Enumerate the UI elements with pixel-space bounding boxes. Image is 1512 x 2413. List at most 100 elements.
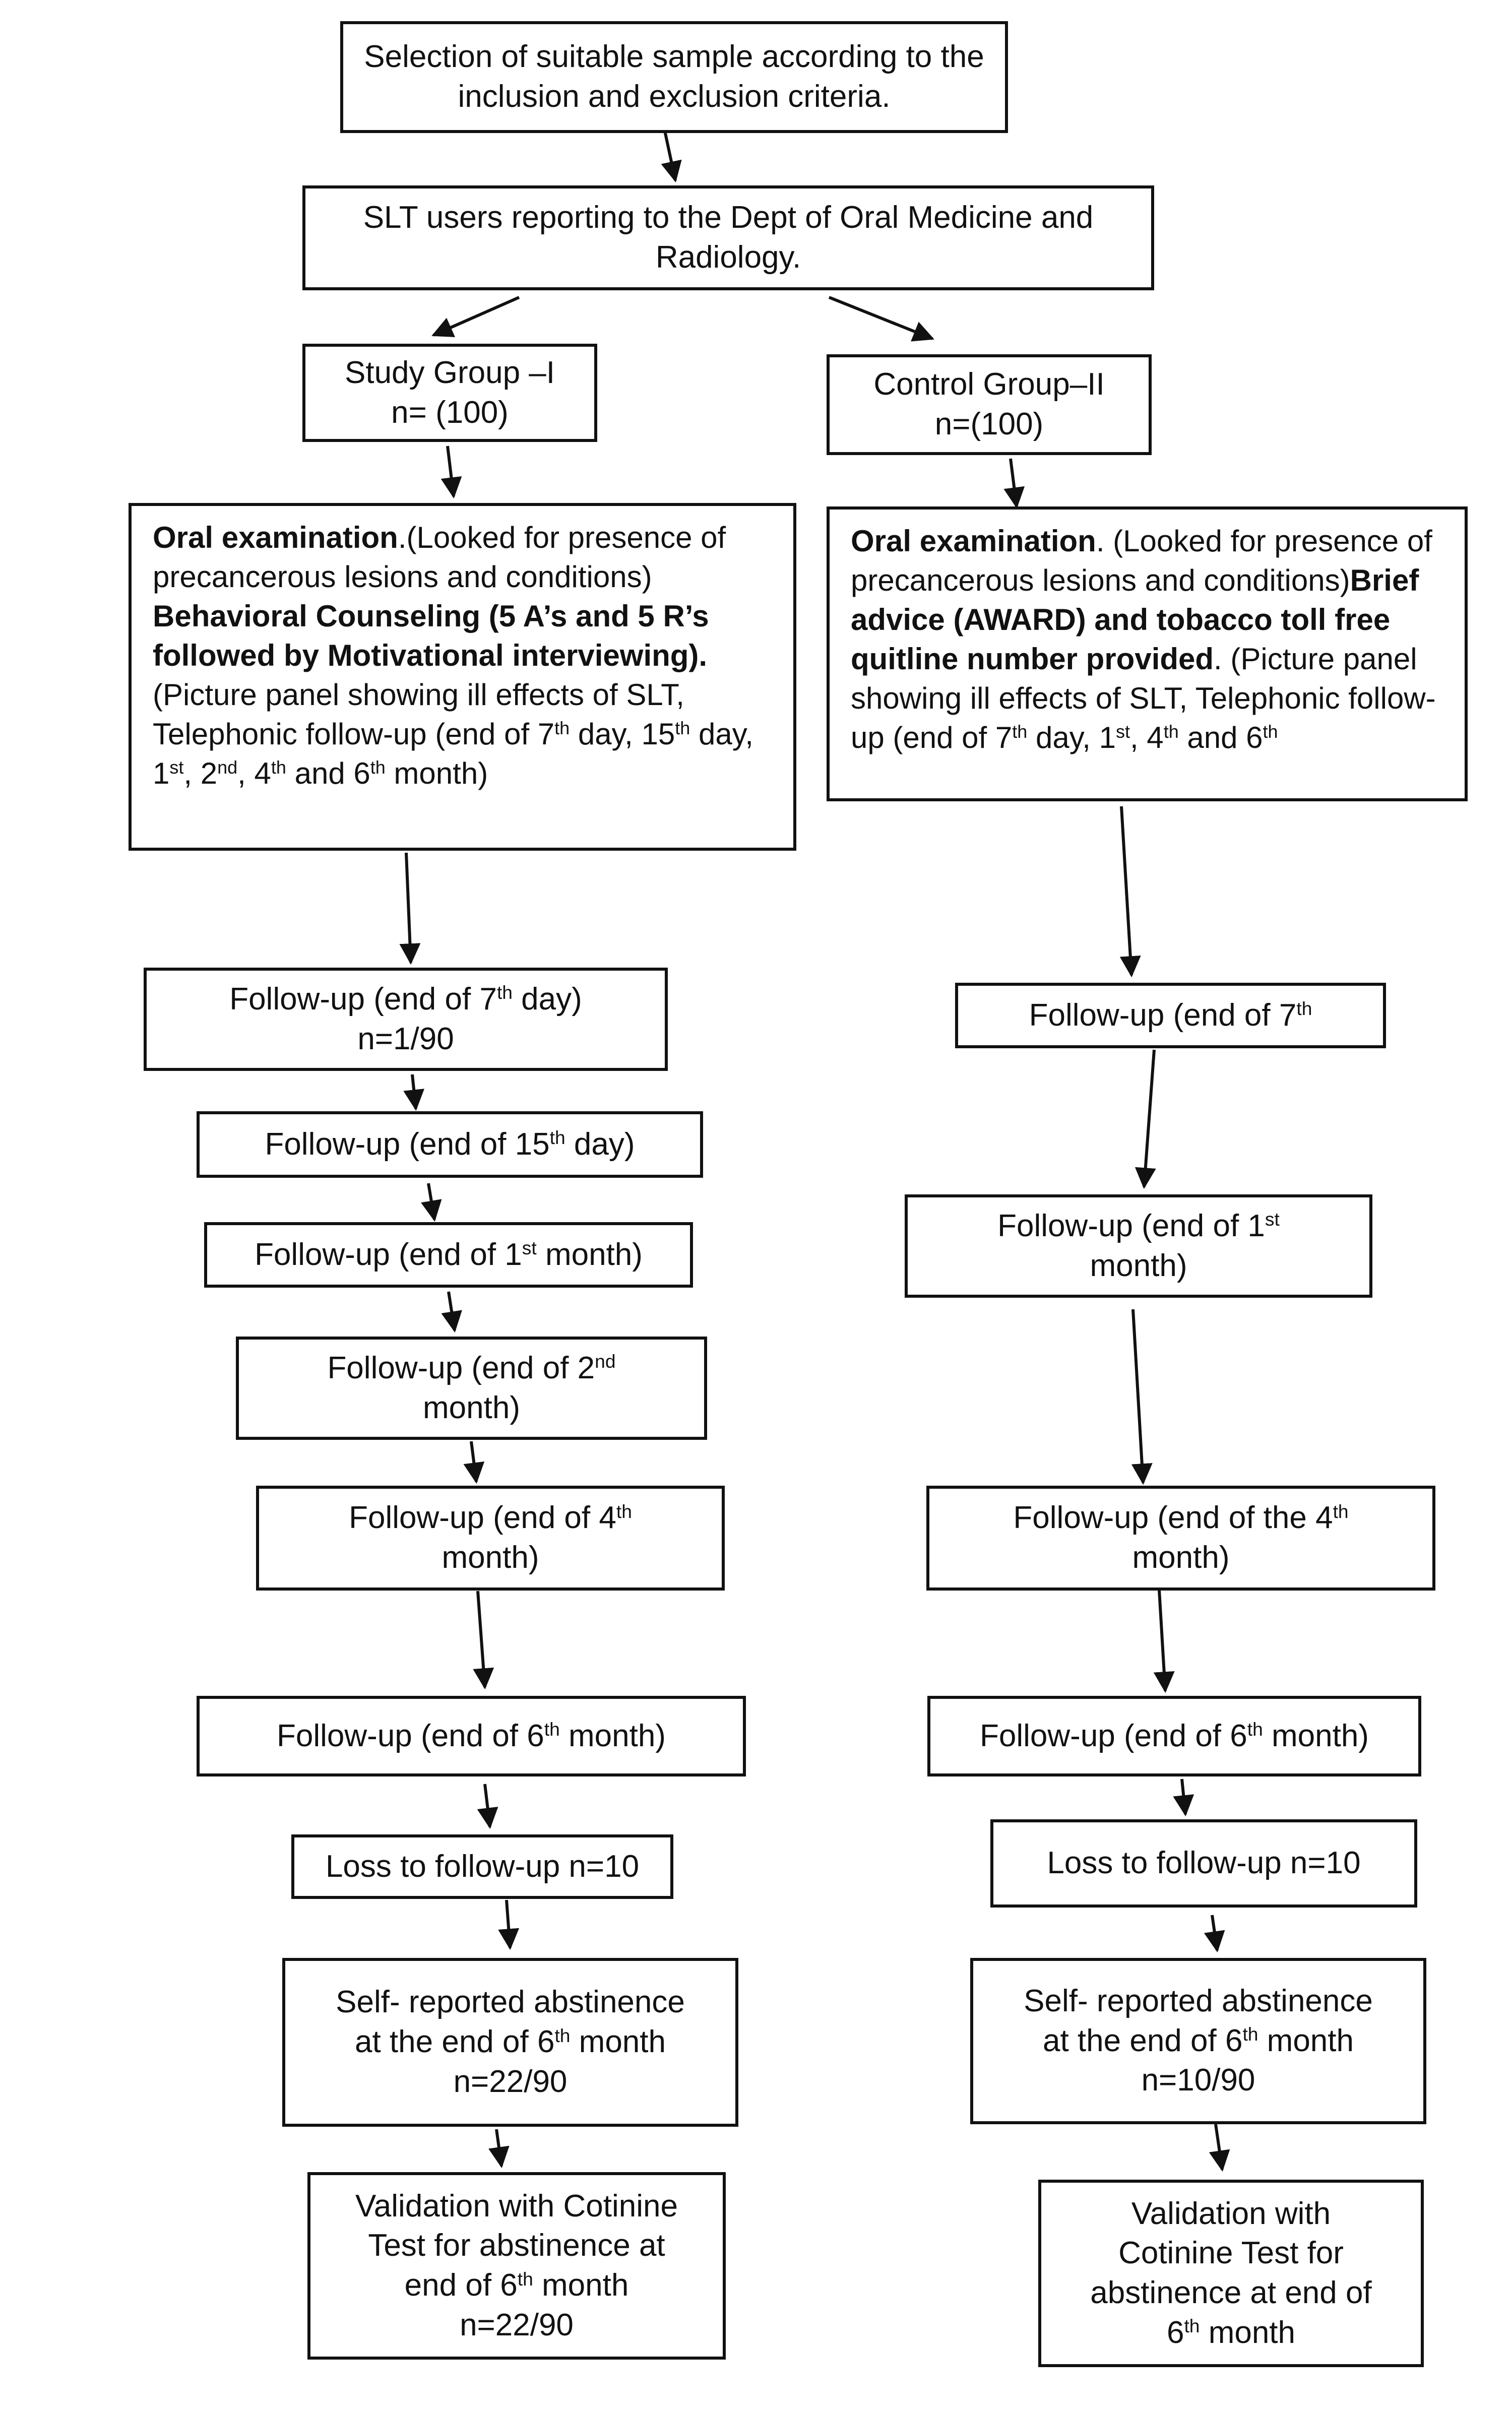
study-exam-label: Oral examination	[153, 521, 398, 554]
arrow-study-fu1-to-fu2	[441, 1291, 462, 1333]
study-loss-text: Loss to follow-up n=10	[325, 1849, 640, 1884]
sup-th: th	[271, 757, 286, 778]
study-group-title: Study Group –I	[344, 355, 555, 390]
arrow-study-fu7-to-fu15	[403, 1074, 425, 1111]
study-fu6-line: Follow-up (end of 6th month)	[277, 1717, 666, 1756]
control-abst-text: at the end of 6	[1043, 2023, 1243, 2058]
sup-th: th	[554, 2024, 571, 2046]
control-panel-text3: , 4	[1129, 721, 1164, 754]
study-val-line3: end of 6th month	[405, 2266, 629, 2306]
control-exam-text: . (Looked for presence of precancerous l…	[851, 524, 1432, 597]
study-fu2-line: Follow-up (end of 2nd	[327, 1349, 615, 1388]
study-fu2-box: Follow-up (end of 2nd month)	[236, 1337, 707, 1440]
study-fu15-line: Follow-up (end of 15th day)	[265, 1125, 635, 1165]
study-panel-text4: , 2	[183, 756, 218, 790]
sup-nd: nd	[595, 1351, 616, 1372]
control-fu1-text: Follow-up (end of 1	[997, 1208, 1265, 1243]
study-fu7-text: Follow-up (end of 7	[229, 981, 497, 1017]
study-val-text-b: month	[533, 2268, 629, 2303]
control-fu4-line: Follow-up (end of the 4th	[1013, 1498, 1348, 1538]
control-fu6-line: Follow-up (end of 6th month)	[980, 1717, 1369, 1756]
control-panel-text4: and 6	[1178, 721, 1263, 754]
study-abst-n: n=22/90	[453, 2064, 568, 2099]
study-fu7-n: n=1/90	[357, 1021, 454, 1056]
study-val-text: end of 6	[404, 2268, 518, 2303]
control-val-line2: Cotinine Test for	[1118, 2236, 1344, 2271]
selection-box: Selection of suitable sample according t…	[340, 21, 1008, 133]
control-validation-box: Validation with Cotinine Test for abstin…	[1038, 2180, 1424, 2367]
study-counseling-label: Behavioral Counseling (5 A’s and 5 R’s f…	[153, 599, 709, 672]
arrow-population-to-control	[828, 296, 934, 342]
control-val-line4: 6th month	[1167, 2313, 1295, 2353]
control-intervention-text: Oral examination. (Looked for presence o…	[851, 522, 1443, 757]
sup-th: th	[1296, 998, 1312, 1020]
study-abst-line1: Self- reported abstinence	[336, 1985, 685, 2020]
control-group-title: Control Group–II	[873, 367, 1105, 402]
sup-th: th	[517, 2268, 533, 2290]
study-group-n: n= (100)	[391, 395, 509, 430]
control-abstinence-box: Self- reported abstinence at the end of …	[970, 1958, 1426, 2124]
arrow-control-fu7-to-fu1	[1135, 1049, 1156, 1189]
arrow-study-fu15-to-fu1	[421, 1183, 442, 1222]
arrow-population-to-study	[431, 296, 520, 337]
study-panel-text7: month)	[385, 756, 488, 790]
study-fu6-text: Follow-up (end of 6	[277, 1718, 544, 1753]
study-val-line1: Validation with Cotinine	[355, 2188, 678, 2224]
study-val-line2: Test for abstinence at	[368, 2228, 665, 2263]
control-group-box: Control Group–II n=(100)	[827, 354, 1152, 455]
control-exam-label: Oral examination	[851, 524, 1096, 558]
sup-st: st	[169, 757, 184, 778]
study-fu4-line: Follow-up (end of 4th	[349, 1498, 632, 1538]
sup-st: st	[1265, 1209, 1280, 1230]
study-fu7-line: Follow-up (end of 7th day)	[229, 980, 582, 1020]
sup-th: th	[544, 1719, 560, 1740]
study-panel-text5: , 4	[237, 756, 271, 790]
study-fu6-text-b: month)	[559, 1718, 666, 1753]
control-fu1-box: Follow-up (end of 1st month)	[905, 1194, 1372, 1298]
sup-th: th	[1163, 721, 1179, 742]
control-advice-label: Brief advice (AWARD) and tobacco toll fr…	[851, 563, 1419, 676]
arrow-control-abst-to-val	[1209, 2124, 1230, 2172]
study-abst-text-b: month	[570, 2024, 666, 2060]
study-fu1-box: Follow-up (end of 1st month)	[204, 1222, 693, 1288]
control-intervention-box: Oral examination. (Looked for presence o…	[827, 506, 1468, 801]
arrow-control-fu6-to-loss	[1173, 1779, 1194, 1817]
study-abst-line2: at the end of 6th month	[355, 2022, 666, 2062]
control-fu7-line: Follow-up (end of 7th	[1029, 996, 1312, 1036]
study-fu2-text-b: month)	[423, 1390, 520, 1425]
arrow-study-exam-to-fu7	[399, 852, 421, 965]
sup-th: th	[1184, 2315, 1200, 2337]
sup-th: th	[616, 1500, 632, 1522]
sup-th: th	[496, 982, 513, 1003]
sup-th: th	[675, 718, 690, 739]
sup-th: th	[1263, 721, 1278, 742]
control-val-text-b: month	[1200, 2315, 1296, 2350]
study-validation-box: Validation with Cotinine Test for abstin…	[307, 2172, 726, 2360]
study-fu1-line: Follow-up (end of 1st month)	[255, 1235, 643, 1275]
study-panel-text3: day, 1	[153, 717, 753, 790]
study-panel-text6: and 6	[286, 756, 370, 790]
control-fu4-text: Follow-up (end of the 4	[1013, 1500, 1333, 1536]
sup-nd: nd	[217, 757, 238, 778]
arrow-study-abst-to-val	[488, 2129, 510, 2169]
population-text: SLT users reporting to the Dept of Oral …	[363, 200, 1094, 275]
study-fu15-box: Follow-up (end of 15th day)	[197, 1111, 703, 1178]
sup-th: th	[549, 1127, 565, 1149]
arrow-study-fu4-to-fu6	[473, 1591, 494, 1690]
sup-th: th	[1333, 1500, 1349, 1522]
population-box: SLT users reporting to the Dept of Oral …	[302, 185, 1154, 290]
control-fu6-box: Follow-up (end of 6th month)	[927, 1696, 1421, 1776]
control-val-six: 6	[1166, 2315, 1184, 2350]
selection-text: Selection of suitable sample according t…	[364, 39, 984, 114]
control-val-line3: abstinence at end of	[1090, 2275, 1372, 2310]
sup-th: th	[370, 757, 386, 778]
control-panel-text2: day, 1	[1027, 721, 1116, 754]
arrow-study-fu6-to-loss	[477, 1784, 498, 1829]
study-fu4-box: Follow-up (end of 4th month)	[256, 1486, 725, 1591]
control-abst-line2: at the end of 6th month	[1043, 2021, 1354, 2061]
study-fu1-text: Follow-up (end of 1	[255, 1237, 522, 1272]
arrow-selection-to-population	[661, 128, 682, 183]
sup-st: st	[522, 1237, 537, 1259]
arrow-control-fu1-to-fu4	[1131, 1309, 1153, 1485]
control-fu6-text-b: month)	[1263, 1718, 1369, 1753]
